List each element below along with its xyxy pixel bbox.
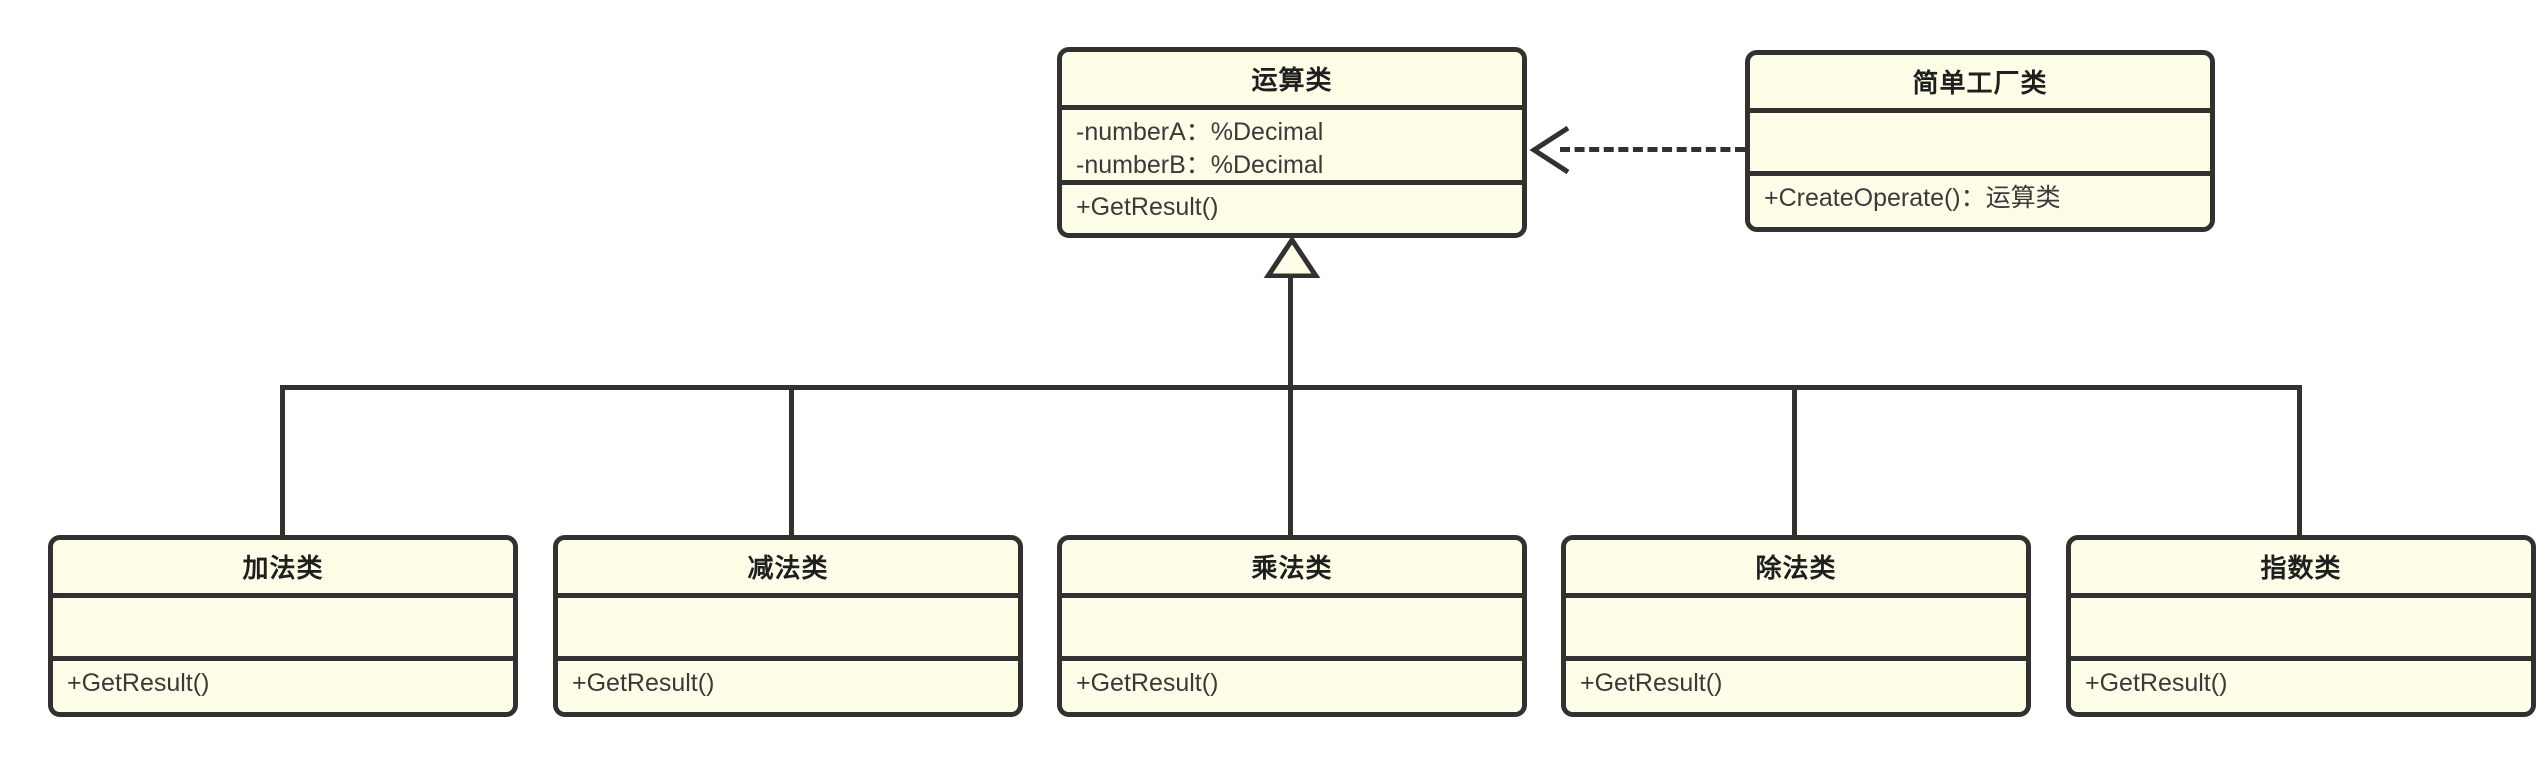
class-name-add: 加法类 — [242, 553, 324, 583]
class-title-operation: 运算类 — [1062, 52, 1522, 110]
class-name-mul: 乘法类 — [1251, 553, 1333, 583]
class-operations-div: +GetResult() — [1566, 661, 2026, 712]
class-operations-add: +GetResult() — [53, 661, 513, 712]
class-name-div: 除法类 — [1755, 553, 1837, 583]
generalization-drop-mul — [1288, 385, 1293, 535]
class-attributes-pow — [2071, 598, 2531, 661]
class-title-sub: 减法类 — [558, 540, 1018, 598]
class-box-add[interactable]: 加法类 +GetResult() — [48, 535, 518, 717]
class-box-mul[interactable]: 乘法类 +GetResult() — [1057, 535, 1527, 717]
class-title-add: 加法类 — [53, 540, 513, 598]
class-attributes-add — [53, 598, 513, 661]
class-attributes-div — [1566, 598, 2026, 661]
class-operations-pow: +GetResult() — [2071, 661, 2531, 712]
operation-item: +GetResult() — [1580, 669, 1723, 697]
class-name-factory: 简单工厂类 — [1912, 68, 2048, 98]
operation-item: +GetResult() — [2085, 669, 2228, 697]
class-attributes-sub — [558, 598, 1018, 661]
class-title-div: 除法类 — [1566, 540, 2026, 598]
attribute-item: -numberB：%Decimal — [1076, 151, 1324, 179]
class-box-pow[interactable]: 指数类 +GetResult() — [2066, 535, 2536, 717]
class-box-factory[interactable]: 简单工厂类 +CreateOperate()：运算类 — [1745, 50, 2215, 232]
operation-item: +CreateOperate()：运算类 — [1764, 184, 2061, 212]
class-box-operation[interactable]: 运算类 -numberA：%Decimal -numberB：%Decimal … — [1057, 47, 1527, 238]
class-operations-mul: +GetResult() — [1062, 661, 1522, 712]
class-box-div[interactable]: 除法类 +GetResult() — [1561, 535, 2031, 717]
class-title-factory: 简单工厂类 — [1750, 55, 2210, 113]
operation-item: +GetResult() — [1076, 669, 1219, 697]
attribute-item: -numberA：%Decimal — [1076, 118, 1324, 146]
generalization-drop-pow — [2297, 385, 2302, 535]
class-attributes-operation: -numberA：%Decimal -numberB：%Decimal — [1062, 110, 1522, 185]
generalization-stem — [1288, 270, 1293, 388]
operation-item: +GetResult() — [67, 669, 210, 697]
operation-item: +GetResult() — [1076, 193, 1219, 221]
class-name-operation: 运算类 — [1251, 65, 1333, 95]
class-name-sub: 减法类 — [747, 553, 829, 583]
operation-item: +GetResult() — [572, 669, 715, 697]
class-attributes-mul — [1062, 598, 1522, 661]
dependency-dashed-line — [1560, 147, 1745, 152]
class-operations-factory: +CreateOperate()：运算类 — [1750, 176, 2210, 227]
class-attributes-factory — [1750, 113, 2210, 176]
class-operations-operation: +GetResult() — [1062, 185, 1522, 233]
generalization-drop-add — [280, 385, 285, 535]
class-title-mul: 乘法类 — [1062, 540, 1522, 598]
generalization-drop-div — [1792, 385, 1797, 535]
class-title-pow: 指数类 — [2071, 540, 2531, 598]
class-box-sub[interactable]: 减法类 +GetResult() — [553, 535, 1023, 717]
class-name-pow: 指数类 — [2260, 553, 2342, 583]
dependency-open-arrow-icon — [1524, 124, 1574, 176]
generalization-drop-sub — [789, 385, 794, 535]
class-operations-sub: +GetResult() — [558, 661, 1018, 712]
